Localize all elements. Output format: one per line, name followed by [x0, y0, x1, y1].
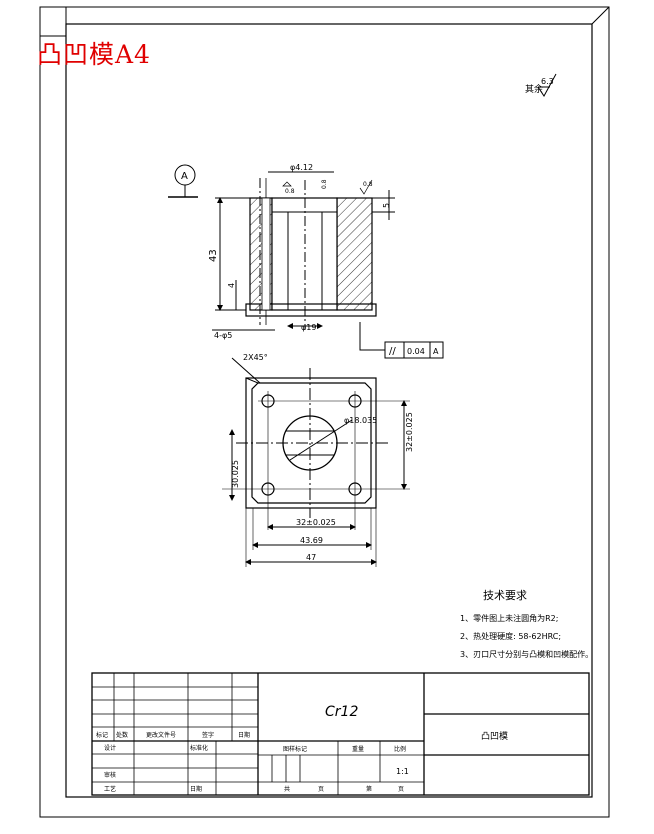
svg-text:处数: 处数	[116, 731, 128, 739]
svg-text:32±0.025: 32±0.025	[296, 518, 336, 527]
svg-text:Cr12: Cr12	[325, 704, 358, 720]
svg-text:日期: 日期	[190, 785, 202, 793]
svg-text:重量: 重量	[352, 745, 364, 753]
svg-text:43.69: 43.69	[300, 536, 323, 545]
svg-text:凸凹模: 凸凹模	[481, 731, 508, 742]
svg-text:3、刃口尺寸分别与凸模和凹模配作。: 3、刃口尺寸分别与凸模和凹模配作。	[460, 649, 593, 659]
svg-text:标记: 标记	[96, 731, 108, 739]
inner-frame	[40, 6, 610, 798]
svg-text:0.8: 0.8	[363, 181, 373, 188]
svg-text:1:1: 1:1	[396, 767, 409, 776]
drawing-heading: 凸凹模A4	[37, 40, 151, 69]
svg-text:日期: 日期	[238, 731, 250, 739]
title-block: 标记 处数 更改文件号 签字 日期 设计 标准化 审核 工艺 日期 Cr12 凸…	[91, 672, 590, 796]
svg-text:1、零件图上未注圆角为R2;: 1、零件图上未注圆角为R2;	[460, 613, 558, 623]
svg-text:2X45°: 2X45°	[243, 353, 268, 362]
svg-text:共: 共	[284, 785, 290, 793]
outer-frame	[39, 6, 610, 818]
svg-text:比例: 比例	[394, 745, 406, 753]
svg-text:页: 页	[398, 786, 404, 793]
svg-text:47: 47	[306, 553, 316, 562]
svg-text:图样标记: 图样标记	[283, 745, 307, 753]
svg-text:2、热处理硬度: 58-62HRC;: 2、热处理硬度: 58-62HRC;	[460, 631, 561, 641]
svg-text:审核: 审核	[104, 771, 116, 779]
svg-text:0.04: 0.04	[407, 347, 425, 356]
svg-text:5: 5	[382, 203, 391, 208]
svg-text:43: 43	[208, 249, 219, 262]
svg-text:A: A	[181, 171, 188, 182]
svg-text:标准化: 标准化	[190, 744, 208, 752]
svg-text:A: A	[433, 347, 439, 356]
svg-text:第: 第	[366, 785, 372, 793]
svg-text:设计: 设计	[104, 744, 116, 752]
svg-text:φ18.035: φ18.035	[344, 416, 377, 425]
svg-text:φ19: φ19	[301, 323, 316, 332]
svg-text:32±0.025: 32±0.025	[405, 412, 414, 452]
svg-text:工艺: 工艺	[104, 785, 116, 793]
svg-text:更改文件号: 更改文件号	[146, 731, 176, 739]
roughness-symbol: 其余 6.3	[525, 73, 557, 97]
svg-text:30.025: 30.025	[231, 460, 240, 488]
svg-text:其余: 其余	[525, 83, 543, 95]
svg-text:0.8: 0.8	[321, 179, 328, 189]
svg-text:技术要求: 技术要求	[483, 589, 527, 602]
plan-view: 2X45° φ18.035 32±0.025 30.025 32±0.025 4…	[222, 353, 414, 567]
svg-text:签字: 签字	[202, 731, 214, 739]
svg-text:6.3: 6.3	[541, 77, 554, 86]
datum-symbol: A	[168, 164, 198, 198]
technical-notes: 技术要求 1、零件图上未注圆角为R2; 2、热处理硬度: 58-62HRC; 3…	[460, 589, 593, 659]
svg-text:0.8: 0.8	[285, 188, 295, 195]
front-section-view: φ4.12 0.8 0.8 0.8 5 43 4 4-φ5 φ19 // 0.0…	[208, 163, 444, 359]
svg-text:页: 页	[318, 786, 324, 793]
svg-text:φ4.12: φ4.12	[290, 163, 313, 172]
svg-text:4-φ5: 4-φ5	[214, 331, 232, 340]
svg-text:4: 4	[227, 283, 236, 288]
svg-text://: //	[389, 346, 396, 357]
